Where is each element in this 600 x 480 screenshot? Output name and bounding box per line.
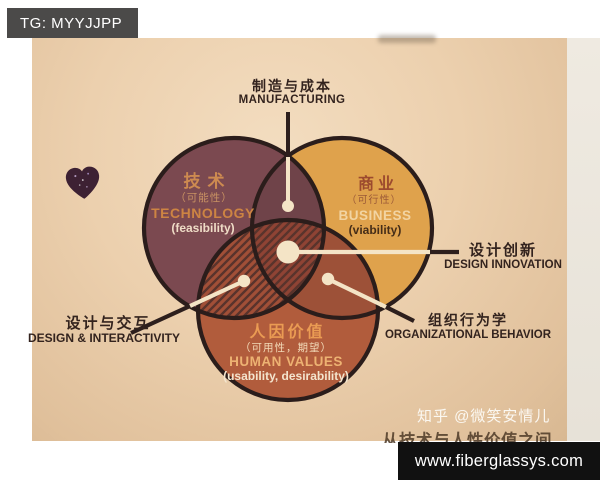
business-label-en: BUSINESS bbox=[338, 208, 412, 223]
org-behavior-label-zh: 组织行为学 bbox=[428, 312, 508, 328]
design-interactivity-label-en: DESIGN & INTERACTIVITY bbox=[27, 331, 181, 345]
zhihu-watermark: 知乎 @微笑安情儿 bbox=[417, 408, 551, 425]
human-values-label-en-sub: (usability, desirability) bbox=[223, 369, 349, 383]
business-label-zh-sub: （可行性） bbox=[346, 195, 402, 206]
technology-label-en: TECHNOLOGY bbox=[151, 205, 255, 221]
human-values-label-zh: 人因价值 bbox=[249, 324, 326, 341]
photo-edge-strip bbox=[567, 38, 600, 441]
technology-label-en-sub: (feasibility) bbox=[171, 221, 235, 235]
human-values-label-en: HUMAN VALUES bbox=[229, 354, 343, 369]
technology-label-zh: 技术 bbox=[183, 172, 232, 191]
partial-caption-cropped: 从技术与人性价值之间 bbox=[382, 432, 552, 443]
design-innovation-label-en: DESIGN INNOVATION bbox=[444, 259, 562, 271]
business-label-en-sub: (viability) bbox=[348, 223, 402, 237]
business-label-zh: 商业 bbox=[357, 176, 399, 193]
human-values-label-zh-sub: （可用性，期望） bbox=[240, 342, 332, 354]
heart-icon bbox=[65, 166, 100, 199]
org-behavior-label-en: ORGANIZATIONAL BEHAVIOR bbox=[384, 329, 552, 341]
technology-label-zh-sub: （可能性） bbox=[175, 192, 233, 204]
url-watermark-bar: www.fiberglassys.com bbox=[398, 442, 600, 480]
design-innovation-label-zh: 设计创新 bbox=[468, 242, 538, 259]
tg-watermark-badge: TG: MYYJJPP bbox=[7, 8, 138, 38]
manufacturing-label-en: MANUFACTURING bbox=[238, 94, 346, 106]
design-interactivity-label-zh: 设计与交互 bbox=[65, 315, 151, 332]
url-text: www.fiberglassys.com bbox=[414, 451, 584, 470]
manufacturing-label-zh: 制造与成本 bbox=[252, 78, 332, 94]
cropped-text-smudge bbox=[378, 35, 436, 43]
